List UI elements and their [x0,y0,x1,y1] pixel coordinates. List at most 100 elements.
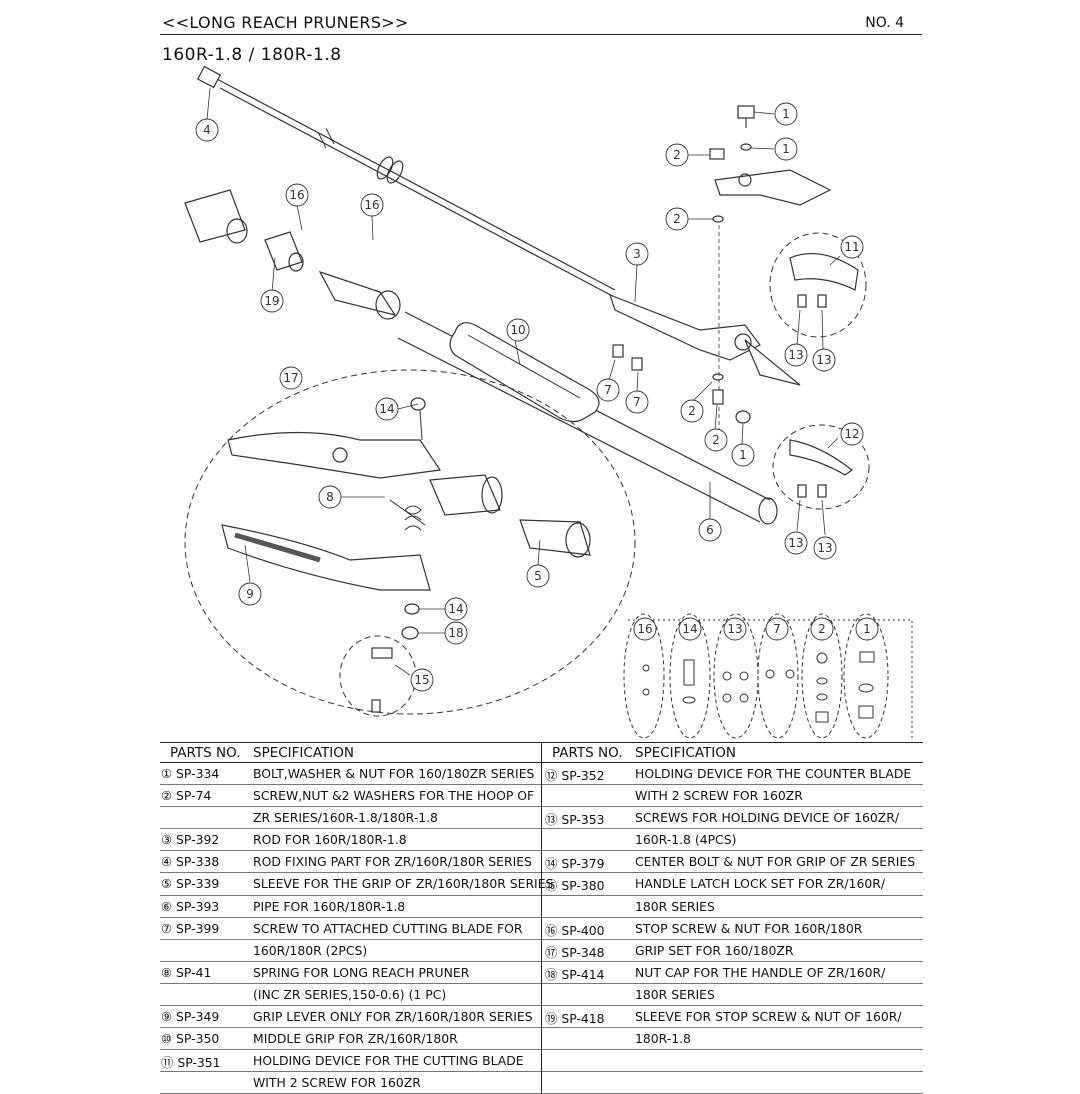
table-row: ⑭ SP-379 CENTER BOLT & NUT FOR GRIP OF ZR… [542,851,923,874]
table-header: PARTS NO. SPECIFICATION [160,742,541,763]
part-number: ⑫ SP-352 [545,768,605,783]
callout-8: 8 [326,490,334,504]
callout-10: 10 [510,323,525,337]
table-row: ⑥ SP-393 PIPE FOR 160R/180R-1.8 [160,896,541,918]
part-number: ⑩ SP-350 [161,1031,220,1047]
callout-18: 18 [448,626,463,640]
part-spec: ROD FIXING PART FOR ZR/160R/180R SERIES [253,854,532,870]
table-row: ⑤ SP-339 SLEEVE FOR THE GRIP OF ZR/160R/1… [160,873,553,896]
callout-2: 2 [673,148,681,162]
part-number: ⑥ SP-393 [161,898,220,914]
part-spec: SPRING FOR LONG REACH PRUNER [253,964,470,980]
table-row: 160R-1.8 (4PCS) [542,829,923,852]
callout-15: 15 [414,673,429,687]
callout-9: 9 [246,587,254,601]
callout-7: 7 [633,395,641,409]
part-spec: MIDDLE GRIP FOR ZR/160R/180R [253,1031,458,1047]
part-spec: SLEEVE FOR THE GRIP OF ZR/160R/180R SERI… [253,876,554,892]
part-spec: ROD FOR 160R/180R-1.8 [253,832,407,848]
table-row: ⑬ SP-353 SCREWS FOR HOLDING DEVICE OF 160… [542,807,923,830]
part-number: ⑯ SP-400 [545,922,605,938]
callout-13: 13 [816,353,831,367]
part-number: ⑮ SP-380 [545,878,605,894]
callout-12: 12 [844,427,859,441]
part-number: ⑬ SP-353 [545,812,605,828]
parts-no-header: PARTS NO. [170,745,241,761]
part-number: ⑰ SP-348 [545,944,605,960]
callout-16: 16 [637,622,652,636]
part-number: ③ SP-392 [161,832,220,848]
callout-13: 13 [788,536,803,550]
callout-1: 1 [782,142,790,156]
callout-14: 14 [448,602,463,616]
table-row: 180R SERIES [542,896,923,918]
part-spec: NUT CAP FOR THE HANDLE OF ZR/160R/ [635,964,886,980]
part-spec: HOLDING DEVICE FOR THE CUTTING BLADE [253,1053,524,1069]
part-spec: GRIP LEVER ONLY FOR ZR/160R/180R SERIES [253,1009,533,1025]
table-row [542,1050,923,1073]
part-number: ⑧ SP-41 [161,964,212,980]
part-spec: CENTER BOLT & NUT FOR GRIP OF ZR SERIES [635,854,916,870]
callout-2: 2 [712,433,720,447]
exploded-parts-diagram: 1 1 2 2 3 4 16 16 19 10 7 7 2 2 1 6 5 14… [184,65,913,739]
parts-no-header: PARTS NO. [552,745,623,761]
part-number: ⑤ SP-339 [161,876,220,892]
callout-16: 16 [289,188,304,202]
table-row: ZR SERIES/160R-1.8/180R-1.8 [160,807,541,830]
cutter-head [609,105,832,450]
callout-17: 17 [283,371,298,385]
callout-11: 11 [844,240,859,254]
table-row: WITH 2 SCREW FOR 160ZR [542,785,923,808]
callout-1: 1 [863,622,871,636]
part-spec: STOP SCREW & NUT FOR 160R/180R [635,920,863,936]
callout-14: 14 [682,622,697,636]
holding-device-parts [789,252,859,498]
part-spec: WITH 2 SCREW FOR 160ZR [253,1075,421,1091]
callout-4: 4 [203,123,211,137]
rod [196,65,621,301]
catalog-title: <<LONG REACH PRUNERS>> [162,13,409,32]
middle-grip [449,322,600,423]
callout-2: 2 [688,404,696,418]
callout-5: 5 [534,569,542,583]
part-spec: 160R-1.8 (4PCS) [635,832,737,848]
callout-6: 6 [706,523,714,537]
part-spec: SCREWS FOR HOLDING DEVICE OF 160ZR/ [635,810,900,826]
callout-14: 14 [379,402,394,416]
part-number: ⑭ SP-379 [545,856,605,872]
part-spec: WITH 2 SCREW FOR 160ZR [635,788,803,804]
part-spec: PIPE FOR 160R/180R-1.8 [253,898,406,914]
callout-2: 2 [673,212,681,226]
callout-circles [195,102,879,692]
callout-13: 13 [727,622,742,636]
part-spec: GRIP SET FOR 160/180ZR [635,942,794,958]
callout-7: 7 [604,383,612,397]
part-number: ⑦ SP-399 [161,920,220,936]
table-row: WITH 2 SCREW FOR 160ZR [160,1072,541,1094]
part-spec: SCREW TO ATTACHED CUTTING BLADE FOR [253,920,523,936]
table-row: (INC ZR SERIES,150-0.6) (1 PC) [160,984,541,1007]
callout-labels: 1 1 2 2 3 4 16 16 19 10 7 7 2 2 1 6 5 14… [203,107,871,687]
grip-set-detail [184,369,636,717]
part-spec: (INC ZR SERIES,150-0.6) (1 PC) [253,986,447,1002]
callout-leaders [206,87,841,676]
part-number: ② SP-74 [161,788,212,804]
page-number: NO. 4 [865,15,904,31]
table-row: ⑩ SP-350 MIDDLE GRIP FOR ZR/160R/180R [160,1028,541,1051]
table-row: ⑰ SP-348 GRIP SET FOR 160/180ZR [542,940,923,962]
table-row: 180R-1.8 [542,1028,923,1051]
table-row: ③ SP-392 ROD FOR 160R/180R-1.8 [160,829,541,852]
small-parts-box [623,613,913,739]
part-spec: SLEEVE FOR STOP SCREW & NUT OF 160R/ [635,1009,902,1025]
callout-1: 1 [739,448,747,462]
